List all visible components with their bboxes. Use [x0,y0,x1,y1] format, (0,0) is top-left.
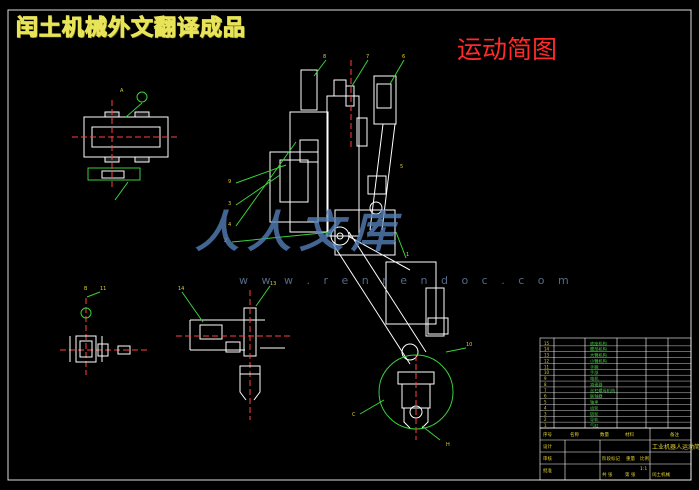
parts-row-number: 6 [544,394,547,399]
callout-label: 7 [366,54,369,60]
site-watermark-logo: 人人文库 [195,207,403,258]
base-joint-detail [72,100,180,201]
tb-scale-value: 1:1 [640,466,647,472]
tb-row-check: 审核 [543,455,552,462]
parts-row-label: 齿轮 [590,404,599,411]
tb-col-note: 备注 [670,431,679,438]
parts-row-label: 链轮 [590,410,599,417]
parts-row-label: 大臂机构 [590,352,607,359]
parts-row-label: 小臂机构 [590,357,607,364]
callout-label: 13 [270,281,276,287]
tb-col-no: 序号 [543,431,552,438]
tb-col-name: 名称 [570,431,579,438]
gripper-detail [176,285,290,420]
parts-row-label: 轴承 [590,399,599,406]
tb-sheet-no: 第 张 [625,471,636,478]
parts-row-label: 底座机构 [590,340,607,347]
parts-row-number: 7 [544,388,547,393]
tb-company: 闰土机械 [652,471,670,478]
robot-arm [231,59,467,441]
tb-drawing-name: 工业机器人运动简图 [652,443,699,451]
header-watermark: 闰土机械外文翻译成品 [16,16,247,42]
parts-row-label: 手腕 [590,363,598,370]
tb-col-mat: 材料 [625,431,634,438]
callout-label: 2 [224,238,227,244]
callout-marker [80,307,92,319]
callout-label: 3 [228,201,231,207]
site-watermark-url: w w w . r e n r e n d o c . c o m [239,274,574,287]
tb-weight: 重量 [626,455,635,462]
parts-row-label: 丝杠螺母机构 [590,387,615,394]
parts-row-number: 12 [544,358,550,363]
parts-row-label: 腰部机构 [590,346,607,353]
title-block [539,427,692,481]
site-watermark: 人人文库 w w w . r e n r e n d o c . c o m [195,196,569,287]
callout-label: 9 [228,179,231,185]
callout-label: 10 [466,342,472,348]
drawing-frame [7,9,692,481]
callout-marker [136,91,148,103]
callout-label: H [446,442,450,448]
parts-row-number: 10 [544,370,550,375]
parts-row-number: 8 [544,382,547,387]
tb-scale: 比例 [640,455,649,462]
parts-row-number: 1 [544,423,547,428]
parts-row-label: 气缸 [590,422,599,428]
parts-row-number: 15 [544,341,550,346]
wrist-joint-detail [60,291,150,375]
tb-sheet-total: 共 张 [602,471,613,478]
callout-label: 1 [406,252,409,258]
parts-row-number: 9 [544,376,547,381]
parts-row-label: 导轨 [590,416,599,423]
tb-stage: 阶段标记 [602,455,620,462]
parts-row-label: 手部 [590,369,598,376]
callout-label: 14 [178,286,184,292]
callout-label: 11 [100,286,106,292]
parts-row-label: 电机 [590,375,599,382]
parts-row-number: 3 [544,411,547,416]
parts-row-label: 减速器 [590,381,603,388]
callout-label: 4 [228,222,231,228]
parts-row-number: 14 [544,347,550,352]
parts-row-number: 11 [544,364,550,369]
parts-row-number: 5 [544,400,547,405]
callout-label: A [120,88,124,94]
callout-label: C [352,412,356,418]
callout-label: 6 [402,54,405,60]
callout-label: B [84,286,88,292]
tb-row-approve: 批准 [543,467,552,474]
parts-row-number: 4 [544,405,547,410]
parts-list-table [539,337,692,429]
drawing-title: 运动简图 [457,35,558,64]
parts-row-number: 2 [544,417,547,422]
callout-label: 8 [323,54,326,60]
tb-row-design: 设计 [543,443,552,450]
parts-row-label: 联轴器 [590,393,603,400]
tb-col-qty: 数量 [600,431,609,438]
callout-label: 5 [400,164,403,170]
parts-row-number: 13 [544,353,550,358]
